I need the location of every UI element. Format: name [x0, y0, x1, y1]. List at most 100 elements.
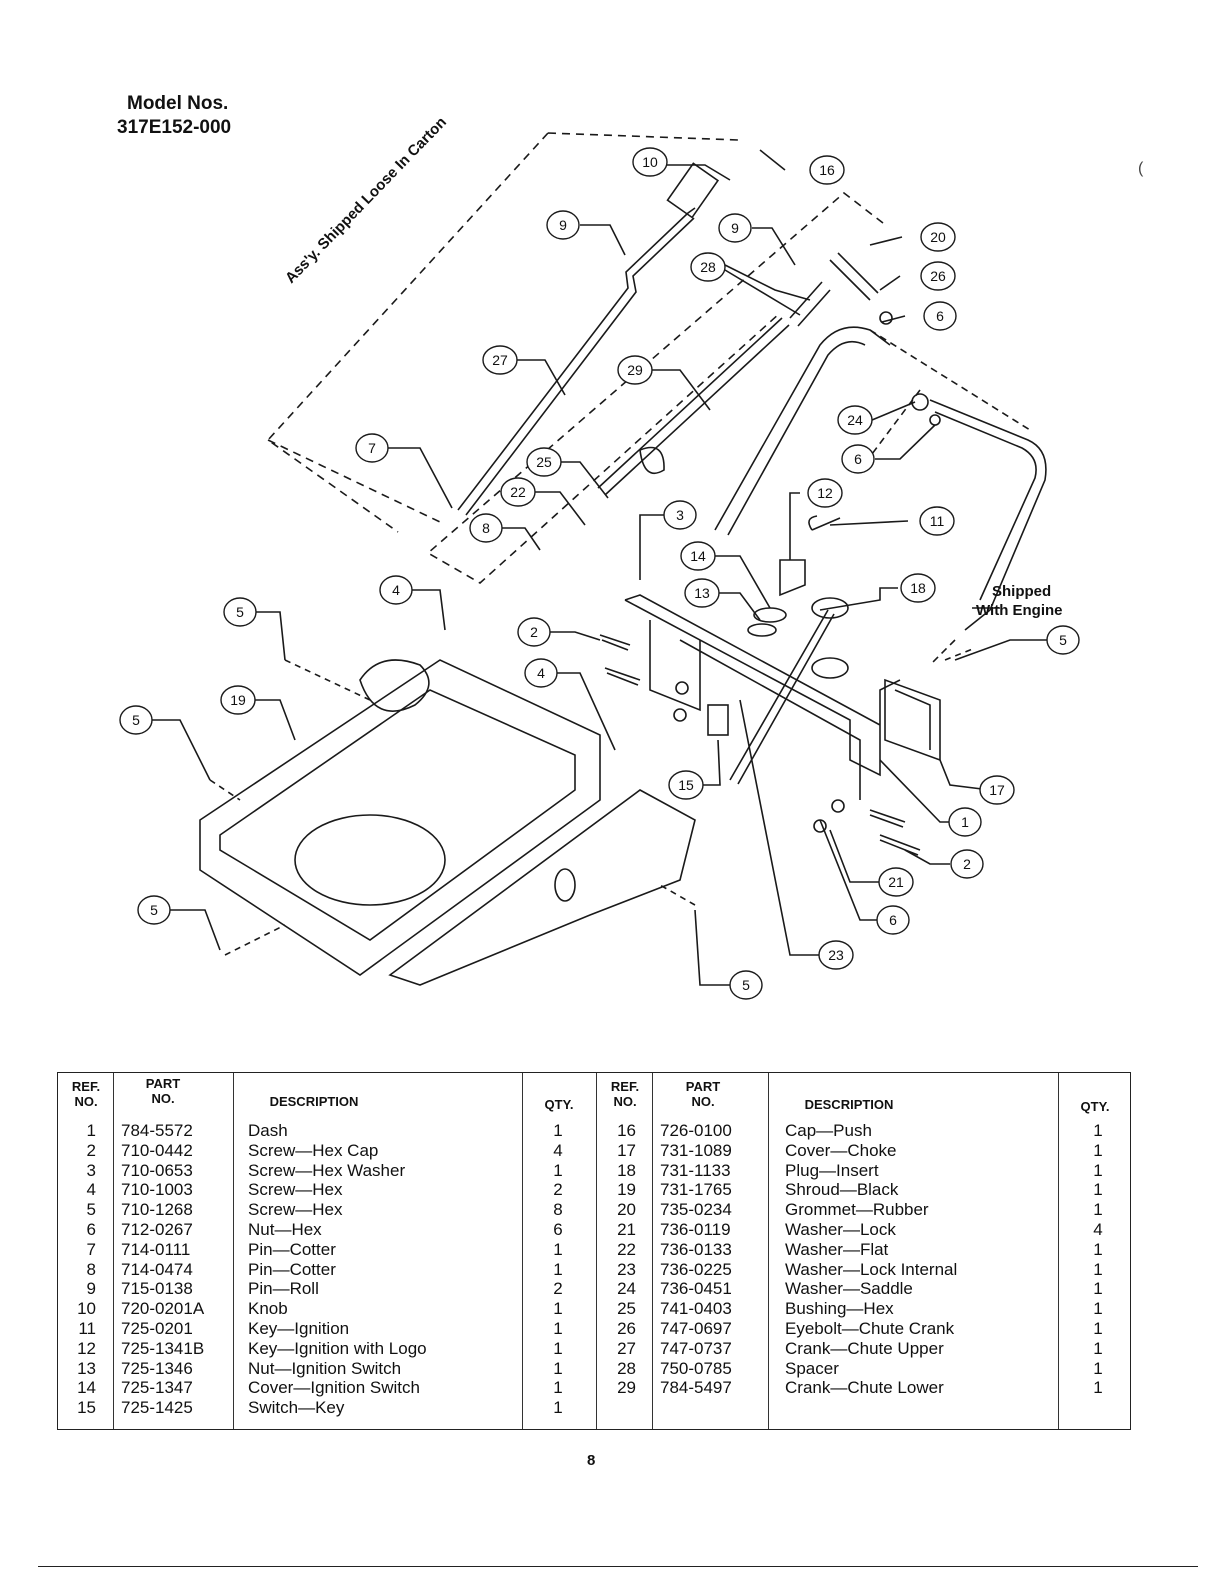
- callout-8: 8: [469, 513, 503, 543]
- part-cell: 725-1346: [121, 1358, 193, 1378]
- qty-cell: 1: [1093, 1338, 1103, 1358]
- svg-text:5: 5: [236, 604, 244, 620]
- ref-cell: 6: [86, 1220, 96, 1239]
- ref-cell: 23: [617, 1259, 636, 1279]
- part-cell: 725-1425: [121, 1398, 193, 1418]
- callout-12: 12: [807, 478, 843, 508]
- callout-11: 11: [919, 506, 955, 536]
- svg-text:5: 5: [150, 902, 158, 918]
- ref-cell: 19: [617, 1180, 636, 1200]
- part-cell: 731-1765: [660, 1180, 732, 1200]
- shipped-with-engine-annotation: Shipped With Engine: [976, 582, 1063, 620]
- shroud-opening: [294, 814, 446, 906]
- svg-text:4: 4: [537, 665, 545, 681]
- ref-cell: 3: [86, 1160, 96, 1180]
- qty-cell: 1: [553, 1160, 563, 1180]
- callout-10: 10: [632, 147, 668, 177]
- part-cell: 747-0737: [660, 1338, 732, 1358]
- qty-cell: 1: [553, 1299, 563, 1319]
- ignition-cover: [779, 559, 806, 597]
- callout-5b: 5: [1046, 625, 1080, 655]
- description-cell: Screw—Hex Cap: [248, 1140, 379, 1160]
- ref-cell: 11: [78, 1319, 96, 1338]
- callout-1: 1: [948, 807, 982, 837]
- page-number: 8: [587, 1452, 596, 1469]
- header-qty: QTY.: [544, 1097, 574, 1112]
- screw-2b: [604, 667, 641, 686]
- description-cell: Spacer: [785, 1358, 839, 1378]
- header-description-2: DESCRIPTION: [804, 1097, 894, 1112]
- callout-26: 26: [920, 261, 956, 291]
- callout-15: 15: [668, 770, 704, 800]
- part-cell: 747-0697: [660, 1319, 732, 1338]
- shroud-hole: [554, 868, 576, 902]
- svg-text:20: 20: [930, 229, 946, 245]
- svg-text:15: 15: [678, 777, 694, 793]
- svg-text:21: 21: [888, 874, 904, 890]
- description-cell: Pin—Roll: [248, 1279, 319, 1299]
- handle-right: [929, 399, 1047, 631]
- callout-9a: 9: [546, 210, 580, 240]
- callout-2a: 2: [517, 617, 551, 647]
- screw-2d: [869, 809, 906, 828]
- ref-cell: 7: [86, 1239, 96, 1259]
- svg-text:5: 5: [1059, 632, 1067, 648]
- description-cell: Screw—Hex: [248, 1200, 343, 1220]
- description-cell: Cap—Push: [785, 1121, 872, 1140]
- qty-cell: 1: [553, 1239, 563, 1259]
- qty-cell: 8: [553, 1200, 563, 1220]
- callout-17: 17: [979, 775, 1015, 805]
- description-cell: Cover—Choke: [785, 1140, 897, 1160]
- callout-25: 25: [526, 447, 562, 477]
- svg-text:1: 1: [961, 814, 969, 830]
- ref-cell: 1: [86, 1121, 96, 1140]
- dash-panel: [624, 594, 901, 800]
- callout-19: 19: [220, 685, 256, 715]
- description-cell: Eyebolt—Chute Crank: [785, 1319, 955, 1338]
- svg-text:17: 17: [989, 782, 1005, 798]
- ref-cell: 21: [617, 1220, 636, 1239]
- qty-cell: 1: [1093, 1259, 1103, 1279]
- part-cell: 714-0474: [121, 1259, 193, 1279]
- description-cell: Nut—Hex: [248, 1220, 322, 1239]
- ignition-key: [808, 515, 841, 531]
- callout-5e: 5: [729, 970, 763, 1000]
- svg-text:13: 13: [694, 585, 710, 601]
- plug-insert-upper: [811, 597, 849, 619]
- qty-cell: 1: [1093, 1239, 1103, 1259]
- ref-cell: 28: [617, 1358, 636, 1378]
- ref-cell: 25: [617, 1299, 636, 1319]
- part-cell: 741-0403: [660, 1299, 732, 1319]
- description-cell: Shroud—Black: [785, 1180, 899, 1200]
- callout-4b: 4: [524, 658, 558, 688]
- carton-boundary: [266, 132, 884, 584]
- nut-a: [675, 681, 689, 695]
- knob: [666, 162, 720, 219]
- header-qty-2: QTY.: [1080, 1099, 1110, 1114]
- svg-text:19: 19: [230, 692, 246, 708]
- callout-9b: 9: [718, 213, 752, 243]
- callout-5a: 5: [223, 597, 257, 627]
- svg-text:22: 22: [510, 484, 526, 500]
- callout-20: 20: [920, 222, 956, 252]
- model-header: Model Nos. 317E152-000: [117, 92, 231, 140]
- part-cell: 712-0267: [121, 1220, 193, 1239]
- svg-text:18: 18: [910, 580, 926, 596]
- ref-cell: 4: [86, 1180, 96, 1200]
- description-cell: Washer—Lock Internal: [785, 1259, 958, 1279]
- callout-bubbles: 10 16 9 9 20 28 26 6 27 29 24 7 6 25 22 …: [119, 147, 1080, 1000]
- key-switch: [707, 704, 729, 736]
- ignition-nut: [753, 607, 787, 623]
- svg-text:26: 26: [930, 268, 946, 284]
- description-cell: Nut—Ignition Switch: [248, 1358, 402, 1378]
- header-ref-no-2: REF.NO.: [610, 1079, 640, 1109]
- qty-cell: 2: [553, 1279, 563, 1299]
- qty-cell: 1: [1093, 1378, 1103, 1398]
- part-cell: 750-0785: [660, 1358, 732, 1378]
- part-cell: 736-0225: [660, 1259, 732, 1279]
- svg-text:9: 9: [559, 217, 567, 233]
- model-number: 317E152-000: [117, 117, 232, 138]
- ref-cell: 15: [77, 1398, 96, 1418]
- ref-cell: 16: [617, 1121, 636, 1140]
- description-cell: Crank—Chute Lower: [785, 1378, 944, 1398]
